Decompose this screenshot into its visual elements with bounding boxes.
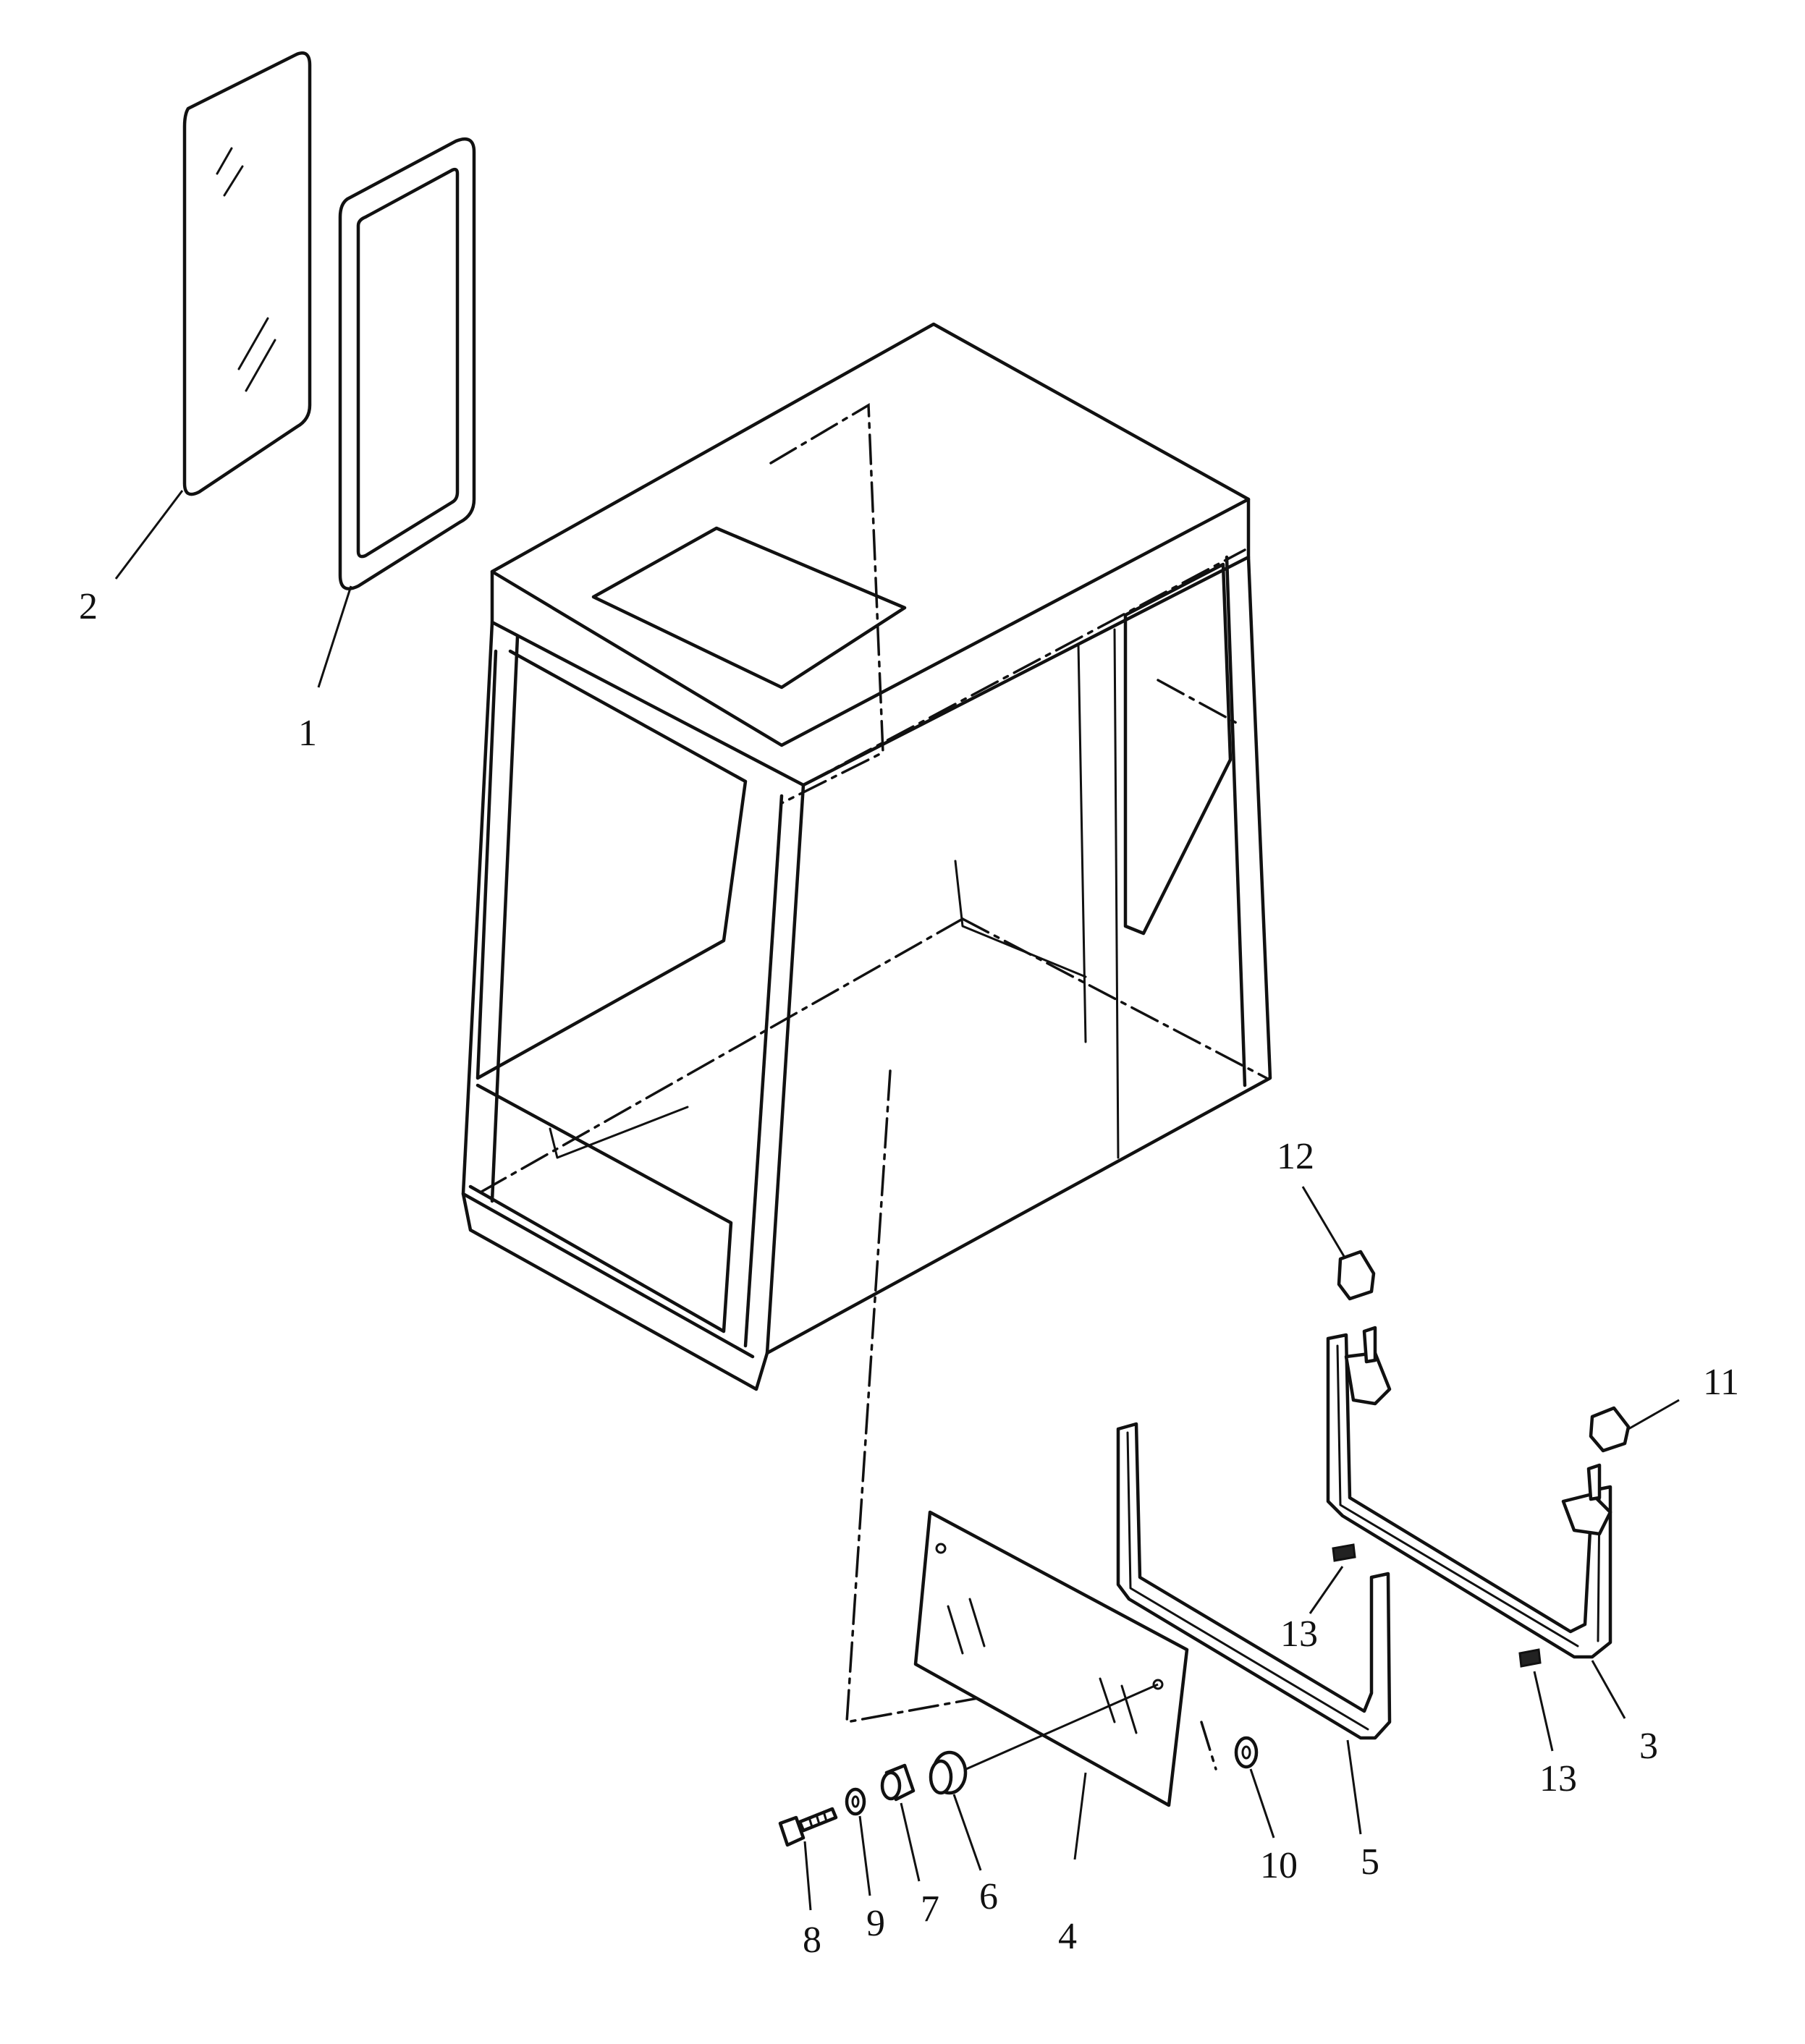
- window-seal-part-1: [338, 137, 476, 590]
- washer-part-10: [1200, 1721, 1275, 1839]
- glass-channel-part-5: [1116, 1422, 1392, 1835]
- callout-13a: 13: [1280, 1613, 1318, 1655]
- callout-4: 4: [1058, 1916, 1077, 1957]
- bolt-part-8: [778, 1807, 838, 1911]
- callout-6: 6: [979, 1876, 998, 1917]
- spacer-part-13b: [1518, 1648, 1554, 1752]
- cab-body: [461, 322, 1272, 1724]
- grommet-part-6: [929, 1750, 982, 1871]
- callout-2: 2: [79, 586, 98, 627]
- spacer-part-13a: [1309, 1543, 1356, 1614]
- callout-9: 9: [866, 1903, 885, 1944]
- callout-5: 5: [1361, 1841, 1379, 1883]
- callout-10: 10: [1260, 1845, 1298, 1886]
- bushing-part-7: [880, 1763, 921, 1882]
- clip-part-11: [1589, 1399, 1680, 1453]
- callout-8: 8: [803, 1920, 821, 1961]
- callout-12: 12: [1277, 1136, 1314, 1177]
- sliding-glass-part-4: [913, 1510, 1189, 1860]
- callout-3: 3: [1639, 1726, 1658, 1767]
- callout-11: 11: [1703, 1362, 1739, 1403]
- clip-part-12: [1301, 1186, 1376, 1301]
- callout-13b: 13: [1539, 1758, 1577, 1799]
- window-glass-part-2: [182, 51, 312, 496]
- leader-1: [317, 585, 352, 688]
- callout-7: 7: [921, 1888, 939, 1930]
- washer-part-9: [845, 1787, 871, 1896]
- channel-frame-part-3: [1326, 1326, 1626, 1719]
- callout-1: 1: [298, 713, 317, 754]
- leader-2: [114, 490, 184, 580]
